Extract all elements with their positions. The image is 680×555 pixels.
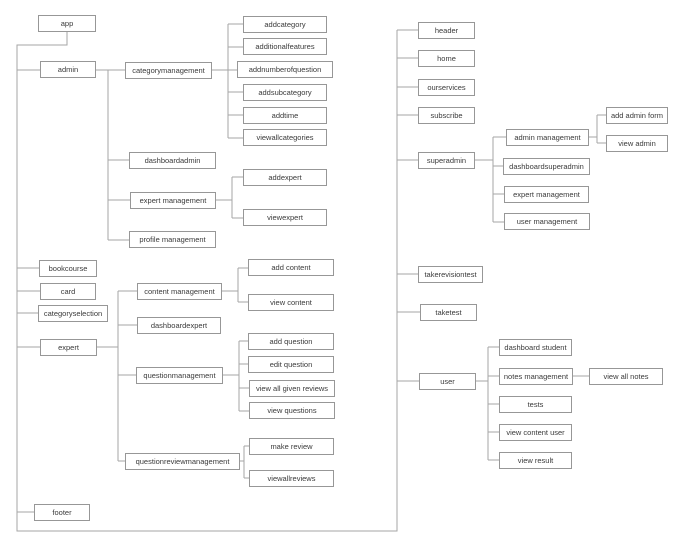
node-tests: tests <box>499 396 572 413</box>
node-add-content: add content <box>248 259 334 276</box>
node-addtime: addtime <box>243 107 327 124</box>
node-addsubcategory: addsubcategory <box>243 84 327 101</box>
node-home: home <box>418 50 475 67</box>
node-subscribe: subscribe <box>418 107 475 124</box>
node-profile-management: profile management <box>129 231 216 248</box>
node-bookcourse: bookcourse <box>39 260 97 277</box>
connector-questionmanagement-subtree <box>223 340 249 412</box>
node-categorymanagement: categorymanagement <box>125 62 212 79</box>
node-viewallreviews: viewallreviews <box>249 470 334 487</box>
node-header: header <box>418 22 475 39</box>
connector-questionreviewmanagement-subtree <box>240 445 249 479</box>
node-add-question: add question <box>248 333 334 350</box>
connector-admin-management-subtree <box>589 114 606 144</box>
connector-right-branches <box>397 29 420 382</box>
node-taketest: taketest <box>420 304 477 321</box>
node-footer: footer <box>34 504 90 521</box>
node-expert-management-superadmin: expert management <box>504 186 589 203</box>
node-user-management: user management <box>504 213 590 230</box>
node-view-questions: view questions <box>249 402 335 419</box>
node-dashboardadmin: dashboardadmin <box>129 152 216 169</box>
node-user: user <box>419 373 476 390</box>
node-expert-management-admin: expert management <box>130 192 216 209</box>
node-additionalfeatures: additionalfeatures <box>243 38 327 55</box>
node-view-all-notes: view all notes <box>589 368 663 385</box>
connector-expert-subtree <box>97 290 137 462</box>
node-ourservices: ourservices <box>418 79 475 96</box>
node-notes-management: notes management <box>499 368 573 385</box>
node-view-result: view result <box>499 452 572 469</box>
connector-user-subtree <box>476 346 499 461</box>
node-questionmanagement: questionmanagement <box>136 367 223 384</box>
node-view-all-given-reviews: view all given reviews <box>249 380 335 397</box>
connector-superadmin-subtree <box>475 136 506 223</box>
node-admin-management: admin management <box>506 129 589 146</box>
node-view-admin: view admin <box>606 135 668 152</box>
node-questionreviewmanagement: questionreviewmanagement <box>125 453 240 470</box>
connector-admin-subtree <box>96 69 130 241</box>
node-addexpert: addexpert <box>243 169 327 186</box>
node-addnumberofquestion: addnumberofquestion <box>237 61 333 78</box>
node-add-admin-form: add admin form <box>606 107 668 124</box>
node-expert: expert <box>40 339 97 356</box>
node-make-review: make review <box>249 438 334 455</box>
node-dashboard-student: dashboard student <box>499 339 572 356</box>
node-view-content-user: view content user <box>499 424 572 441</box>
node-view-content: view content <box>248 294 334 311</box>
node-takerevisiontest: takerevisiontest <box>418 266 483 283</box>
node-addcategory: addcategory <box>243 16 327 33</box>
node-dashboardsuperadmin: dashboardsuperadmin <box>503 158 590 175</box>
node-edit-question: edit question <box>248 356 334 373</box>
connector-content-management-subtree <box>222 267 248 303</box>
connector-left-branches <box>17 69 40 513</box>
node-viewallcategories: viewallcategories <box>243 129 327 146</box>
node-dashboardexpert: dashboardexpert <box>137 317 221 334</box>
node-viewexpert: viewexpert <box>243 209 327 226</box>
node-admin: admin <box>40 61 96 78</box>
connector-categorymanagement-subtree <box>212 23 243 139</box>
node-card: card <box>40 283 96 300</box>
connector-app-spine <box>16 30 398 532</box>
node-superadmin: superadmin <box>418 152 475 169</box>
connector-expert-management-admin-subtree <box>216 176 243 219</box>
node-content-management: content management <box>137 283 222 300</box>
node-categoryselection: categoryselection <box>38 305 108 322</box>
node-app: app <box>38 15 96 32</box>
